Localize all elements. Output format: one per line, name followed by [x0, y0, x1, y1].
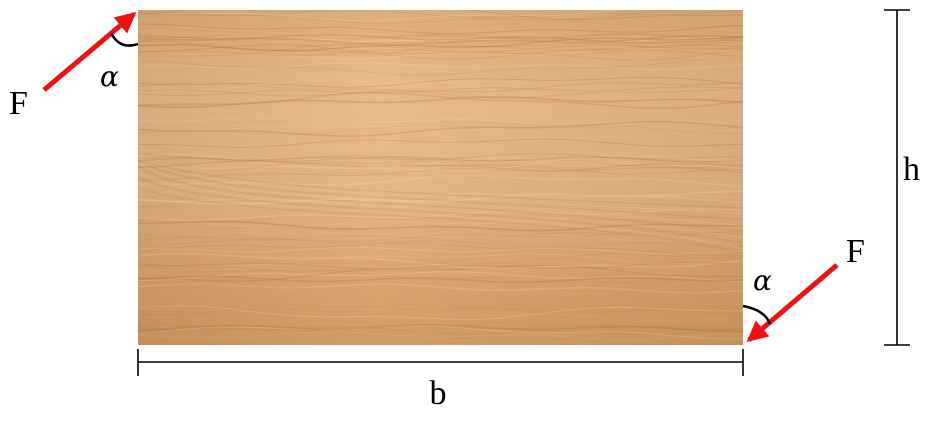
height-label: h — [903, 151, 920, 188]
height-dimension — [884, 9, 910, 346]
angle-arc-bottom — [742, 304, 772, 325]
force-arrow-top-line — [42, 11, 137, 92]
force-label-bottom: F — [846, 233, 865, 270]
angle-arc-top — [110, 32, 139, 47]
width-dimension — [137, 349, 744, 376]
angle-label-bottom: α — [753, 264, 772, 297]
width-label: b — [430, 375, 447, 412]
force-label-top: F — [9, 85, 28, 122]
force-arrow-bottom-line — [746, 263, 839, 343]
angle-label-top: α — [100, 60, 119, 93]
force-arrow-bottom — [746, 263, 839, 343]
force-arrow-top — [42, 11, 137, 92]
wood-plate — [138, 10, 743, 345]
